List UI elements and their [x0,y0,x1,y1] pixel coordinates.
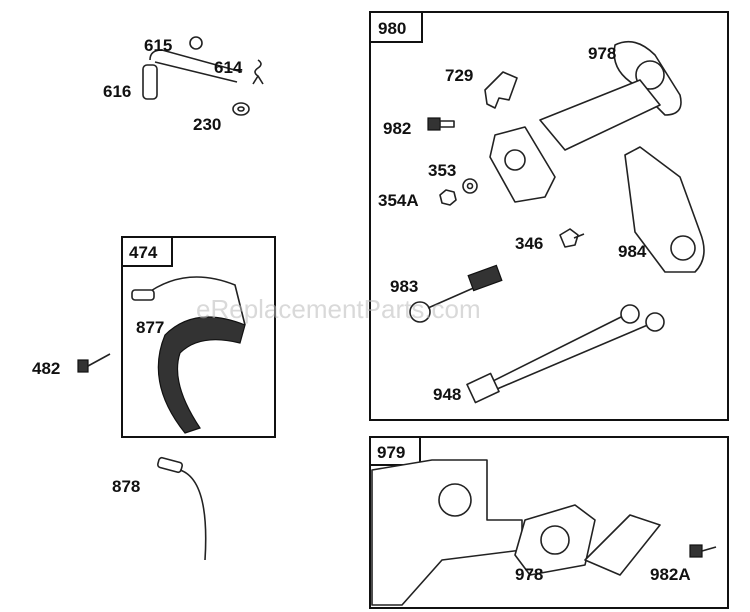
label-877: 877 [136,318,164,337]
group-979-tag [369,436,421,466]
group-980-box [369,11,729,421]
label-230: 230 [193,115,221,134]
part-729-clip [484,71,518,109]
group-474-tag [121,236,173,267]
part-igniter-assembly [489,79,661,203]
part-615-clip [189,36,203,50]
label-982a: 982A [650,565,691,584]
group-979-label: 979 [377,443,405,462]
part-877-armature [131,276,246,434]
part-230-washer [232,102,250,116]
part-616-link [142,49,243,100]
part-346-screw [559,228,585,248]
label-984: 984 [618,242,647,261]
part-482-screw [77,353,111,373]
part-948-wire-harness [466,304,665,404]
group-980-label: 980 [378,19,406,38]
label-353: 353 [428,161,456,180]
label-616: 616 [103,82,131,101]
label-354a: 354A [378,191,419,210]
part-984-bracket [624,146,705,273]
part-983-switch [409,264,503,323]
label-346: 346 [515,234,543,253]
group-474-label: 474 [129,243,158,262]
part-plate [584,514,661,576]
part-978-gasket-top [613,40,682,116]
label-978-bottom: 978 [515,565,543,584]
label-482: 482 [32,359,60,378]
label-615: 615 [144,36,172,55]
part-982-screw [427,117,455,131]
part-614-pin [252,59,264,85]
watermark: eReplacementParts.com [196,294,481,324]
label-982: 982 [383,119,411,138]
part-979-head-section [371,459,523,606]
group-979-box [369,436,729,609]
label-948: 948 [433,385,461,404]
group-474-box [121,236,276,438]
label-978-top: 978 [588,44,616,63]
part-978-gasket-bottom [514,504,596,576]
label-729: 729 [445,66,473,85]
part-878-wire [156,456,207,561]
label-878: 878 [112,477,140,496]
part-354a-nut [439,189,457,206]
part-353-washer [462,178,478,194]
part-982a-screw [689,544,717,558]
label-983: 983 [390,277,418,296]
label-614: 614 [214,58,243,77]
group-980-tag [369,11,423,43]
